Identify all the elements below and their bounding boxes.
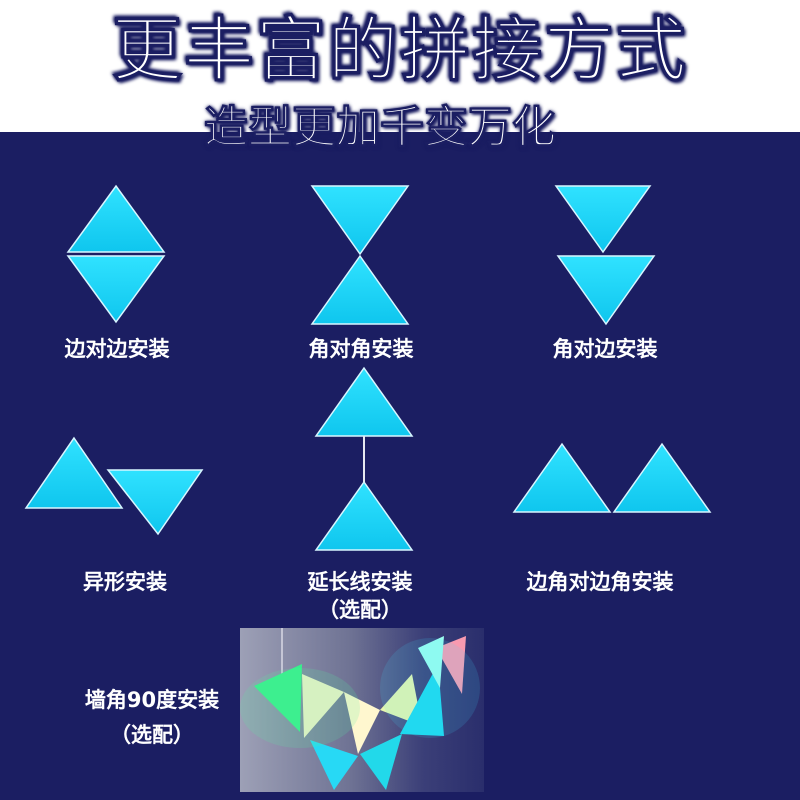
panel-triangle-up [310,254,410,325]
edge-to-edge-label: 边对边安装 [64,337,170,361]
extension-line-diagram [314,366,414,551]
header-background [0,0,800,132]
irregular-diagram [24,436,204,536]
panel-triangle-up [314,480,414,551]
irregular-label: 异形安装 [83,570,167,594]
panel-triangle-down [106,469,204,536]
extension-line-note: （选配） [318,598,402,622]
panel-triangle-down [310,185,410,256]
panel-triangle-up [512,442,612,513]
corner-edge-diagram [512,442,712,513]
panel-triangle-up [66,184,166,253]
edge-to-edge-diagram [66,184,166,324]
wall-corner-label: 墙角90度安装 [84,688,220,712]
page-title: 更丰富的拼接方式 [112,9,688,91]
panel-triangle-down [554,185,652,254]
corner-to-edge-label: 角对边安装 [552,337,658,361]
corner-to-corner-diagram [310,185,410,325]
corner-to-edge-diagram [554,185,656,326]
wall-corner-note: （选配） [110,723,194,747]
page-subtitle: 造型更加千变万化 [204,102,557,154]
panel-triangle-up [24,436,124,509]
wall-corner-photo [240,628,484,792]
panel-triangle-down [66,255,166,324]
corner-to-corner-label: 角对角安装 [308,337,414,361]
panel-triangle-up [314,366,414,437]
panel-triangle-up [612,442,712,513]
extension-line-label: 延长线安装 [307,570,413,594]
panel-triangle-down [556,255,656,326]
corner-edge-label: 边角对边角安装 [526,570,674,594]
